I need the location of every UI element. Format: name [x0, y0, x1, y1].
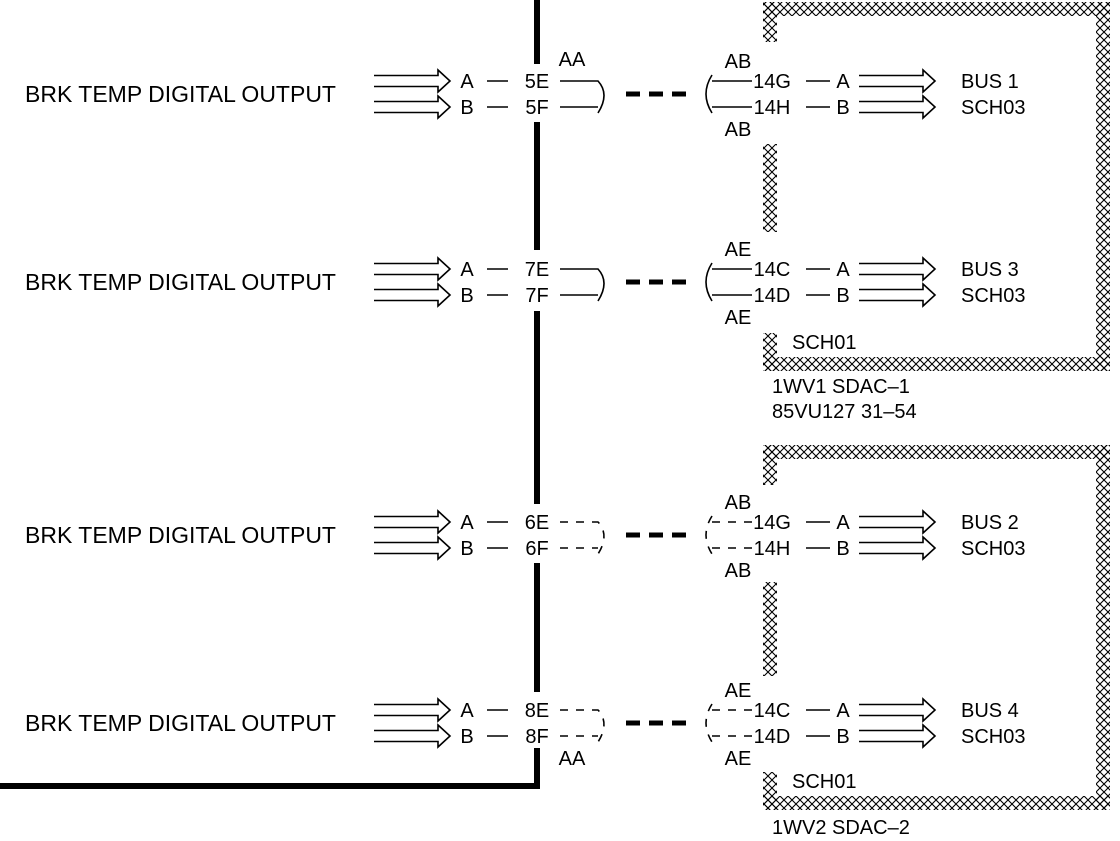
out-wire-a-label: A: [836, 700, 850, 722]
left-connector-id: AA: [559, 748, 586, 770]
output-arrow-a: [859, 697, 937, 723]
input-arrow-a: [374, 697, 452, 723]
destination-sheet: SCH03: [961, 285, 1025, 307]
output-arrow-b: [859, 94, 937, 120]
connector-pin-a: 7E: [525, 259, 549, 281]
output-arrow-a: [859, 256, 937, 282]
wire-b-label: B: [460, 97, 473, 119]
connector-pin-b: 6F: [525, 538, 548, 560]
connector-pin-a: 5E: [525, 71, 549, 93]
right-pin-a: 14C: [754, 700, 791, 722]
out-wire-b-label: B: [836, 538, 849, 560]
left-connector-bracket: [560, 80, 605, 114]
out-wire-b-label: B: [836, 97, 849, 119]
out-wire-b-label: B: [836, 726, 849, 748]
wire-b-label: B: [460, 538, 473, 560]
connector-pin-b: 7F: [525, 285, 548, 307]
wire-b-label: B: [460, 285, 473, 307]
wire-a-label: A: [460, 700, 474, 722]
connector-pin-a: 8E: [525, 700, 549, 722]
output-arrow-a: [859, 509, 937, 535]
right-connector-id-bottom: AB: [725, 560, 752, 582]
right-connector-id-top: AB: [725, 51, 752, 73]
right-connector-id-bottom: AE: [725, 307, 752, 329]
right-pin-a: 14G: [753, 71, 791, 93]
left-connector-bracket: [560, 268, 605, 302]
right-connector-id-bottom: AB: [725, 119, 752, 141]
wire-a-label: A: [460, 512, 474, 534]
right-pin-b: 14D: [754, 726, 791, 748]
left-connector-id: AA: [559, 49, 586, 71]
input-arrow-a: [374, 509, 452, 535]
wire-b-label: B: [460, 726, 473, 748]
sdac-1-box: [763, 2, 1110, 371]
left-connector-bracket: [560, 709, 605, 743]
output-arrow-b: [859, 535, 937, 561]
right-pin-b: 14H: [754, 538, 791, 560]
output-arrow-b: [859, 723, 937, 749]
right-pin-b: 14H: [754, 97, 791, 119]
signal-label: BRK TEMP DIGITAL OUTPUT: [25, 522, 336, 548]
destination-bus: BUS 3: [961, 259, 1019, 281]
signal-label: BRK TEMP DIGITAL OUTPUT: [25, 710, 336, 736]
sdac-1-inner-label: SCH01: [792, 332, 856, 354]
harness-bus-line: [0, 0, 540, 789]
right-connector-bracket: [705, 74, 752, 114]
sdac-1-caption-2: 85VU127 31–54: [772, 401, 917, 423]
destination-sheet: SCH03: [961, 726, 1025, 748]
right-connector-id-bottom: AE: [725, 748, 752, 770]
destination-sheet: SCH03: [961, 538, 1025, 560]
sdac-2-inner-label: SCH01: [792, 771, 856, 793]
out-wire-b-label: B: [836, 285, 849, 307]
wire-a-label: A: [460, 71, 474, 93]
sdac-1-caption-1: 1WV1 SDAC–1: [772, 376, 910, 398]
out-wire-a-label: A: [836, 512, 850, 534]
connector-pin-b: 5F: [525, 97, 548, 119]
signal-label: BRK TEMP DIGITAL OUTPUT: [25, 81, 336, 107]
destination-bus: BUS 4: [961, 700, 1019, 722]
input-arrow-b: [374, 535, 452, 561]
right-connector-bracket: [705, 262, 752, 302]
input-arrow-a: [374, 68, 452, 94]
sdac-2-caption-1: 1WV2 SDAC–2: [772, 817, 910, 839]
sdac-2-box: [763, 445, 1110, 810]
destination-sheet: SCH03: [961, 97, 1025, 119]
signal-label: BRK TEMP DIGITAL OUTPUT: [25, 269, 336, 295]
out-wire-a-label: A: [836, 259, 850, 281]
connector-pin-b: 8F: [525, 726, 548, 748]
right-pin-a: 14C: [754, 259, 791, 281]
input-arrow-b: [374, 282, 452, 308]
input-arrow-b: [374, 94, 452, 120]
right-pin-a: 14G: [753, 512, 791, 534]
right-connector-bracket: [705, 703, 752, 743]
output-arrow-b: [859, 282, 937, 308]
left-connector-bracket: [560, 521, 605, 555]
right-connector-bracket: [705, 515, 752, 555]
input-arrow-b: [374, 723, 452, 749]
right-connector-id-top: AE: [725, 239, 752, 261]
right-pin-b: 14D: [754, 285, 791, 307]
destination-bus: BUS 2: [961, 512, 1019, 534]
destination-bus: BUS 1: [961, 71, 1019, 93]
input-arrow-a: [374, 256, 452, 282]
wire-a-label: A: [460, 259, 474, 281]
output-arrow-a: [859, 68, 937, 94]
right-connector-id-top: AB: [725, 492, 752, 514]
right-connector-id-top: AE: [725, 680, 752, 702]
connector-pin-a: 6E: [525, 512, 549, 534]
out-wire-a-label: A: [836, 71, 850, 93]
